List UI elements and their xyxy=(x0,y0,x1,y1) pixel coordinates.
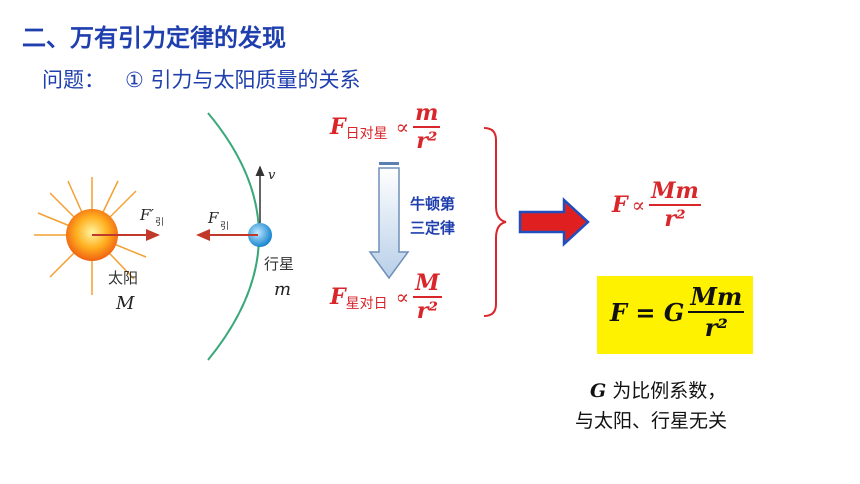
note-line-1: G 为比例系数， xyxy=(590,376,726,403)
result-numerator: Mm xyxy=(651,178,699,204)
question-number: ① xyxy=(125,68,144,92)
question-line: 问题： ① 引力与太阳质量的关系 xyxy=(42,64,361,94)
question-text: 引力与太阳质量的关系 xyxy=(150,68,361,92)
box-eq-denominator: r² xyxy=(704,313,728,342)
eq-top-subscript: 日对星 xyxy=(345,126,388,142)
right-brace xyxy=(483,127,507,317)
eq-top-prop: ∝ xyxy=(395,115,410,139)
result-F: F xyxy=(612,192,628,218)
eq-bot-subscript: 星对日 xyxy=(345,296,388,312)
eq-top-fraction: m r² xyxy=(413,100,441,154)
question-label: 问题： xyxy=(42,68,105,92)
law-line-1: 牛顿第 xyxy=(410,195,456,213)
force-on-sun-sub: 引 xyxy=(155,217,164,228)
eq-bot-numerator: M xyxy=(415,270,440,296)
velocity-label: v xyxy=(268,168,276,183)
sun-label: 太阳 xyxy=(108,269,138,287)
third-law-down-arrow xyxy=(368,162,410,280)
highlight-box xyxy=(597,276,753,354)
right-arrow-icon xyxy=(518,197,590,247)
force-on-sun-label: F′ xyxy=(139,206,154,224)
eq-bot-F: F xyxy=(330,284,346,310)
gravitation-equation: F = G Mm r² xyxy=(610,282,745,342)
eq-top-numerator: m xyxy=(415,100,439,126)
note-line1-rest: 为比例系数， xyxy=(606,380,727,402)
equation-sun-on-planet: F 日对星 ∝ m r² xyxy=(330,100,441,154)
eq-top-F: F xyxy=(330,114,346,140)
force-on-planet-sub: 引 xyxy=(220,221,229,232)
box-eq-fraction: Mm r² xyxy=(688,282,745,342)
box-eq-lhs: F = G xyxy=(610,297,685,327)
box-eq-numerator: Mm xyxy=(690,282,743,311)
eq-bot-denominator: r² xyxy=(416,298,438,324)
planet-label: 行星 xyxy=(264,255,294,273)
eq-top-denominator: r² xyxy=(416,128,438,154)
note-line-2: 与太阳、行星无关 xyxy=(575,410,728,432)
page-title: 二、万有引力定律的发现 xyxy=(22,24,286,52)
newton-third-law-label: 牛顿第 三定律 xyxy=(410,192,455,240)
brace-and-arrow xyxy=(483,127,590,317)
force-on-planet-label: F xyxy=(207,209,219,227)
planet-icon xyxy=(248,223,272,247)
eq-bot-fraction: M r² xyxy=(413,270,442,324)
equation-result: F ∝ Mm r² xyxy=(612,178,701,232)
result-prop: ∝ xyxy=(631,193,646,217)
sun-planet-diagram: F′ 引 F 引 v 太阳 M 行星 m xyxy=(34,112,294,361)
equation-planet-on-sun: F 星对日 ∝ M r² xyxy=(330,270,442,324)
eq-bot-prop: ∝ xyxy=(395,285,410,309)
law-line-2: 三定律 xyxy=(410,219,456,237)
sun-mass: M xyxy=(115,293,135,314)
planet-mass: m xyxy=(274,279,291,300)
result-fraction: Mm r² xyxy=(649,178,701,232)
note-G: G xyxy=(590,380,607,402)
result-denominator: r² xyxy=(664,206,686,232)
